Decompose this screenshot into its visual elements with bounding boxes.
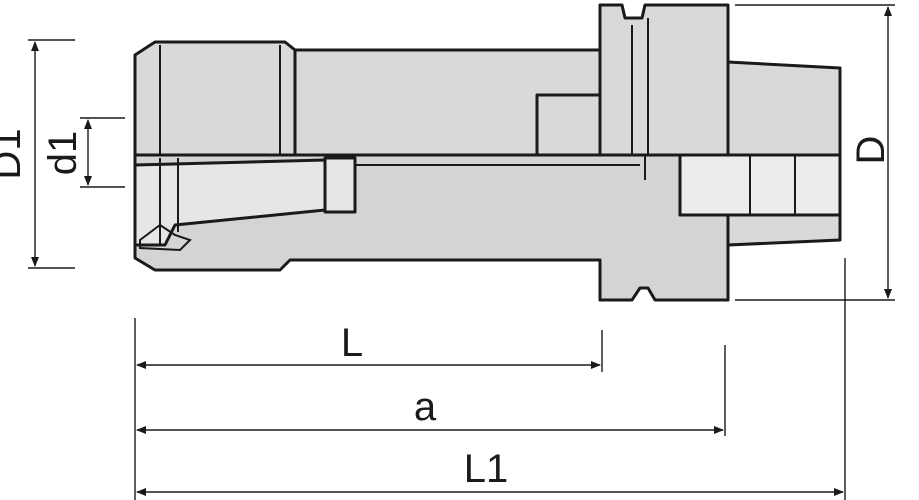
dimension-labels: D1 d1 D L a L1 (0, 128, 893, 491)
shank-step (535, 93, 602, 157)
flange-upper (598, 3, 730, 157)
label-L1: L1 (464, 447, 509, 491)
holder-body (133, 3, 842, 302)
taper-upper (726, 60, 842, 157)
label-a: a (414, 385, 437, 429)
label-d1: d1 (41, 131, 85, 176)
rear-bore-2 (678, 153, 842, 217)
label-L: L (341, 321, 363, 365)
label-D: D (849, 136, 893, 165)
collet-seat (323, 156, 357, 214)
collet-tip (139, 223, 192, 252)
label-D1: D1 (0, 128, 29, 179)
dimensions (28, 4, 895, 500)
